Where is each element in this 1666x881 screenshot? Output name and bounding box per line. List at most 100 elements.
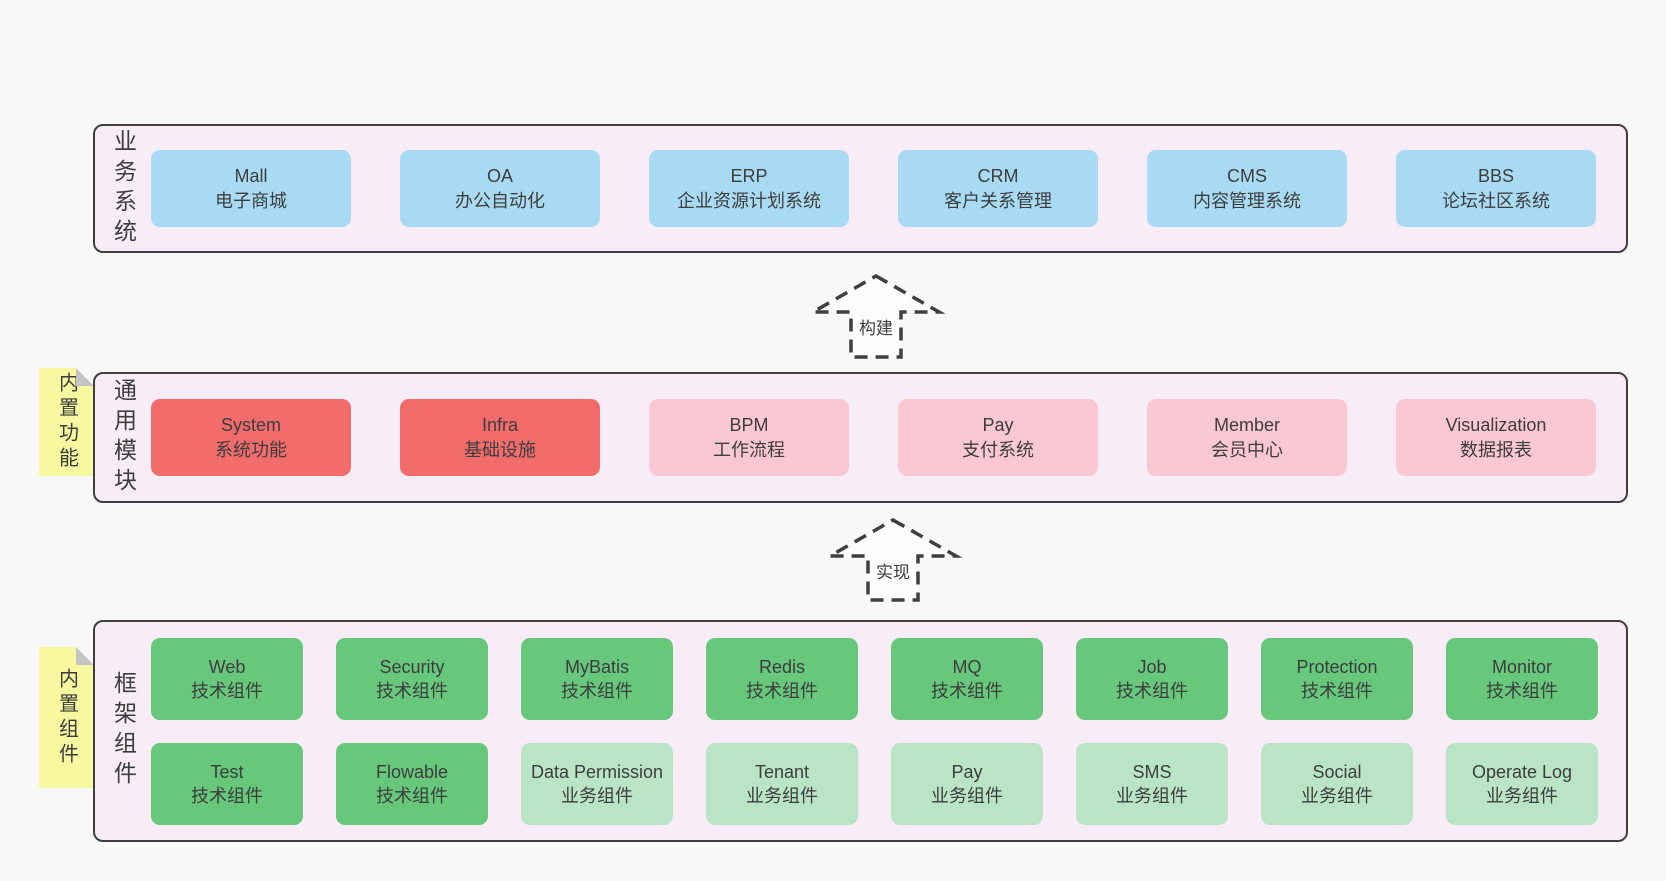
box-system: System 系统功能	[151, 399, 351, 476]
box-title-en: CMS	[1227, 165, 1267, 186]
layer-label-vertical: 业务系统	[95, 126, 151, 251]
box-title-en: Operate Log	[1471, 761, 1573, 782]
layer-label-text: 通用模块	[110, 377, 137, 498]
box-title-en: Monitor	[1491, 656, 1553, 677]
box-title-zh: 数据报表	[1460, 439, 1532, 460]
box-title-zh: 客户关系管理	[944, 190, 1052, 211]
box-flowable: Flowable 技术组件	[336, 742, 488, 825]
box-title-en: BPM	[729, 414, 769, 435]
box-title-zh: 技术组件	[191, 680, 263, 701]
tech-components-row: Web 技术组件 Security 技术组件 MyBatis 技术组件 Redi…	[151, 637, 1598, 720]
box-title-zh: 论坛社区系统	[1442, 190, 1550, 211]
box-title-en: Mall	[234, 165, 268, 186]
box-title-zh: 业务组件	[561, 785, 633, 806]
box-title-zh: 业务组件	[746, 785, 818, 806]
box-title-en: Pay	[982, 414, 1014, 435]
box-title-zh: 技术组件	[746, 680, 818, 701]
layer-label-text: 业务系统	[110, 128, 137, 249]
box-social: Social 业务组件	[1261, 742, 1413, 825]
box-test: Test 技术组件	[151, 742, 303, 825]
box-title-en: CRM	[977, 165, 1019, 186]
dashed-up-arrow-build: 构建	[806, 273, 946, 361]
box-mybatis: MyBatis 技术组件	[521, 637, 673, 720]
biz-components-row: Test 技术组件 Flowable 技术组件 Data Permission …	[151, 742, 1598, 825]
box-title-zh: 技术组件	[561, 680, 633, 701]
framework-components-layer: 框架组件 Web 技术组件 Security 技术组件 MyBatis 技术组件…	[93, 620, 1628, 842]
box-pay: Pay 支付系统	[898, 399, 1098, 476]
layer-label-vertical: 框架组件	[95, 622, 151, 840]
box-title-en: Protection	[1296, 656, 1378, 677]
box-bbs: BBS 论坛社区系统	[1396, 150, 1596, 227]
box-pay: Pay 业务组件	[891, 742, 1043, 825]
box-operate-log: Operate Log 业务组件	[1446, 742, 1598, 825]
box-title-zh: 技术组件	[376, 680, 448, 701]
box-title-en: Redis	[758, 656, 806, 677]
box-title-en: System	[220, 414, 281, 435]
box-title-en: Security	[379, 656, 445, 677]
box-member: Member 会员中心	[1147, 399, 1347, 476]
box-title-zh: 业务组件	[1486, 785, 1558, 806]
box-title-zh: 技术组件	[1486, 680, 1558, 701]
box-title-zh: 办公自动化	[455, 190, 545, 211]
business-systems-layer: 业务系统 Mall 电子商城 OA 办公自动化 ERP 企业资源计划系统 CRM…	[93, 124, 1628, 253]
box-title-zh: 技术组件	[191, 785, 263, 806]
box-sms: SMS 业务组件	[1076, 742, 1228, 825]
framework-rows: Web 技术组件 Security 技术组件 MyBatis 技术组件 Redi…	[151, 622, 1598, 840]
note-label: 内置功能	[55, 372, 78, 472]
box-title-zh: 工作流程	[713, 439, 785, 460]
box-redis: Redis 技术组件	[706, 637, 858, 720]
box-title-zh: 内容管理系统	[1193, 190, 1301, 211]
box-title-en: Tenant	[754, 761, 810, 782]
arrow-label: 实现	[872, 555, 914, 586]
box-title-en: OA	[486, 165, 513, 186]
box-monitor: Monitor 技术组件	[1446, 637, 1598, 720]
box-title-en: MyBatis	[564, 656, 629, 677]
box-cms: CMS 内容管理系统	[1147, 150, 1347, 227]
box-oa: OA 办公自动化	[400, 150, 600, 227]
box-security: Security 技术组件	[336, 637, 488, 720]
box-visualization: Visualization 数据报表	[1396, 399, 1596, 476]
box-title-zh: 企业资源计划系统	[677, 190, 821, 211]
box-protection: Protection 技术组件	[1261, 637, 1413, 720]
business-boxes-row: Mall 电子商城 OA 办公自动化 ERP 企业资源计划系统 CRM 客户关系…	[151, 126, 1596, 251]
box-title-zh: 支付系统	[962, 439, 1034, 460]
layer-label-vertical: 通用模块	[95, 374, 151, 501]
box-title-en: Pay	[951, 761, 983, 782]
box-title-en: Visualization	[1445, 414, 1547, 435]
box-data-permission: Data Permission 业务组件	[521, 742, 673, 825]
box-title-en: Infra	[481, 414, 519, 435]
box-title-zh: 技术组件	[1116, 680, 1188, 701]
layer-label-text: 框架组件	[110, 671, 137, 791]
dashed-up-arrow-implement: 实现	[823, 517, 963, 605]
box-web: Web 技术组件	[151, 637, 303, 720]
box-title-en: ERP	[730, 165, 768, 186]
box-title-en: Social	[1312, 761, 1362, 782]
box-title-zh: 业务组件	[1301, 785, 1373, 806]
box-title-en: Web	[208, 656, 246, 677]
box-title-en: Test	[210, 761, 244, 782]
box-mall: Mall 电子商城	[151, 150, 351, 227]
folded-corner-icon	[76, 647, 94, 665]
box-title-en: MQ	[952, 656, 982, 677]
box-crm: CRM 客户关系管理	[898, 150, 1098, 227]
box-title-zh: 技术组件	[1301, 680, 1373, 701]
box-title-en: Data Permission	[530, 761, 664, 782]
box-job: Job 技术组件	[1076, 637, 1228, 720]
box-title-zh: 业务组件	[931, 785, 1003, 806]
common-modules-layer: 通用模块 System 系统功能 Infra 基础设施 BPM 工作流程 Pay…	[93, 372, 1628, 503]
box-title-en: Job	[1137, 656, 1167, 677]
box-title-en: Member	[1213, 414, 1280, 435]
box-tenant: Tenant 业务组件	[706, 742, 858, 825]
box-title-en: Flowable	[375, 761, 449, 782]
box-title-zh: 基础设施	[464, 439, 536, 460]
note-label: 内置组件	[55, 667, 78, 768]
box-infra: Infra 基础设施	[400, 399, 600, 476]
box-bpm: BPM 工作流程	[649, 399, 849, 476]
box-mq: MQ 技术组件	[891, 637, 1043, 720]
box-title-zh: 技术组件	[931, 680, 1003, 701]
arrow-label: 构建	[855, 311, 897, 342]
box-title-en: BBS	[1477, 165, 1515, 186]
folded-corner-icon	[76, 368, 94, 386]
box-title-en: SMS	[1132, 761, 1172, 782]
box-erp: ERP 企业资源计划系统	[649, 150, 849, 227]
